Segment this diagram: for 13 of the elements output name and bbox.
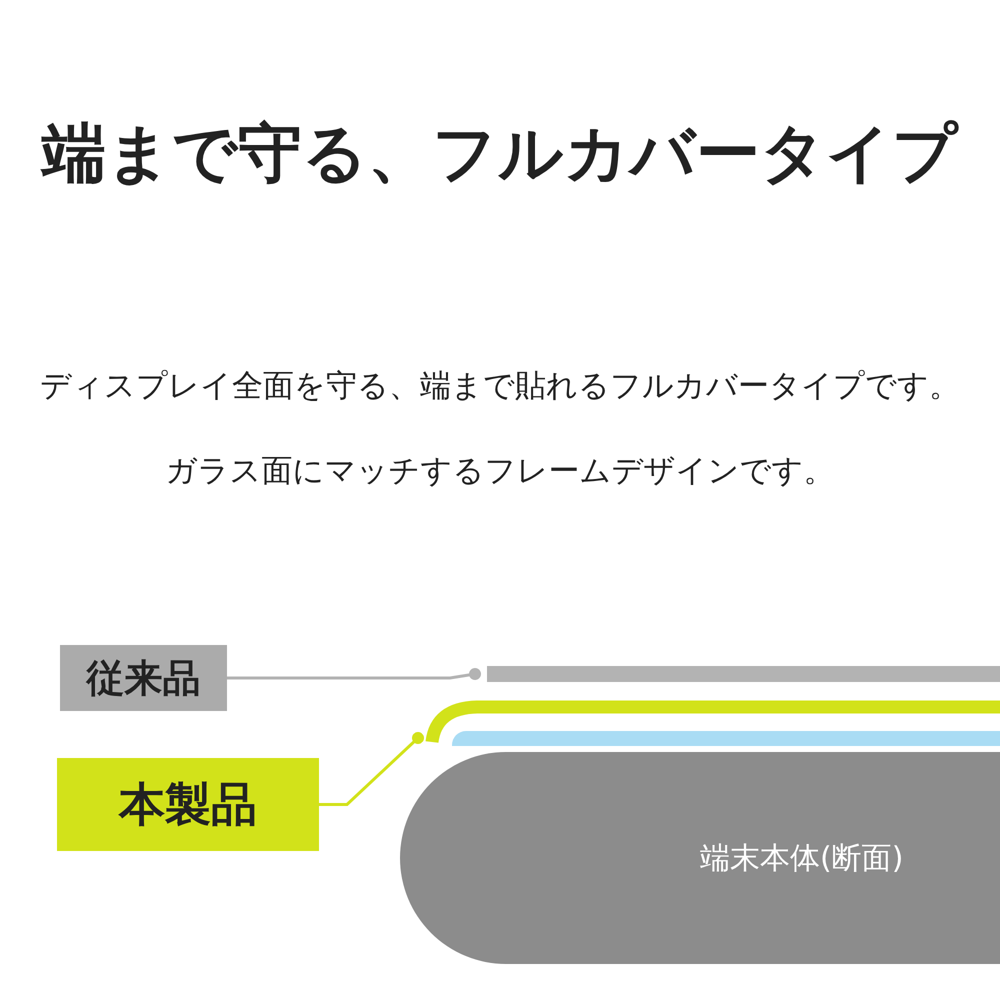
- label-box: [57, 758, 319, 851]
- body-caption: 端末本体(断面): [700, 840, 904, 878]
- device-body: [400, 752, 1000, 964]
- label-box: [60, 645, 227, 711]
- description-text: ディスプレイ全面を守る、端まで貼れるフルカバータイプです。: [39, 367, 961, 406]
- glass-layer: [452, 731, 1000, 746]
- leader-line: [227, 668, 481, 680]
- description-text: ガラス面にマッチするフレームデザインです。: [164, 452, 836, 491]
- leader-line: [319, 732, 424, 806]
- title: 端まで守る、フルカバータイプ: [39, 116, 960, 193]
- product-label: 従来品: [86, 654, 200, 702]
- film-bar: [487, 666, 1000, 682]
- product-label: 本製品: [119, 776, 257, 832]
